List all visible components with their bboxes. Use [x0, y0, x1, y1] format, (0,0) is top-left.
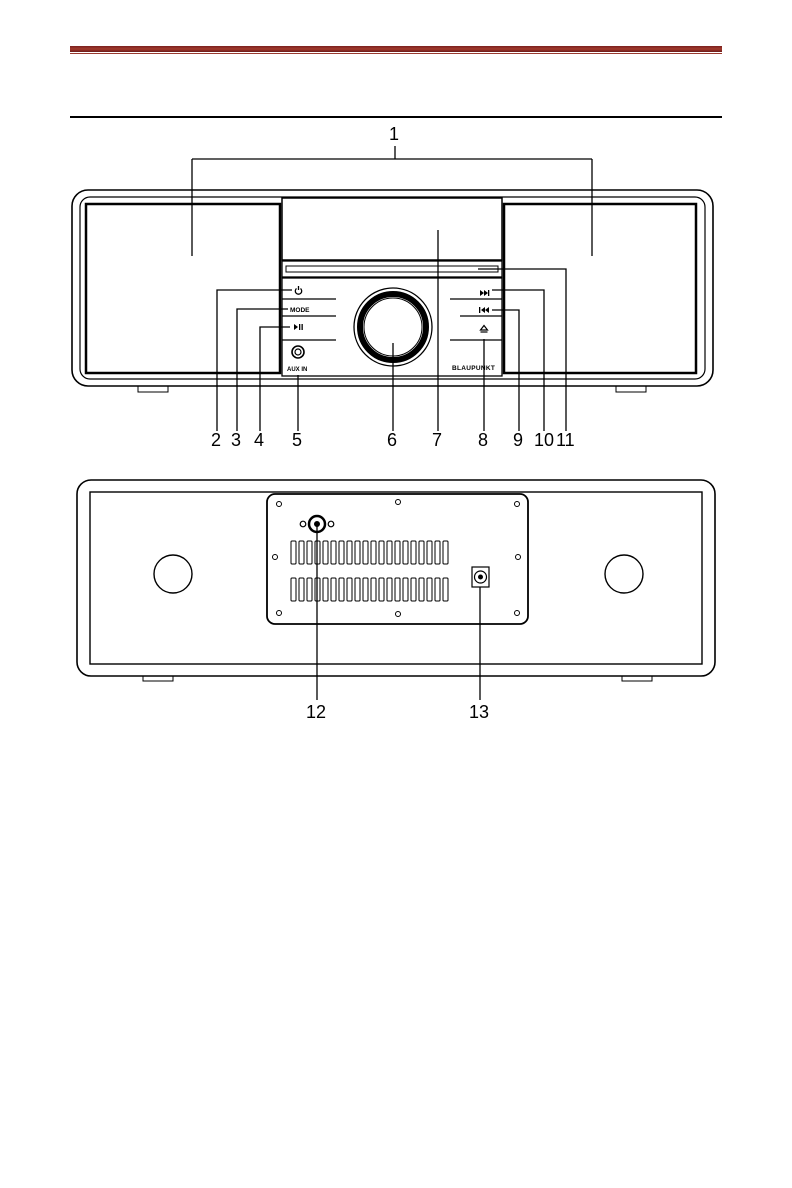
screw: [273, 500, 521, 617]
brand-logo: BLAUPUNKT: [452, 365, 495, 372]
vent-slot: [299, 541, 304, 564]
mode-label[interactable]: MODE: [290, 307, 310, 314]
aux-in-jack[interactable]: [292, 346, 304, 358]
vent-slot: [435, 578, 440, 601]
callout-1: 1: [389, 124, 399, 144]
rear-plate: [267, 494, 528, 624]
left-speaker-grille: [86, 204, 280, 373]
aux-in-label: AUX IN: [287, 367, 307, 373]
vent-slot: [419, 541, 424, 564]
vent-slot: [331, 541, 336, 564]
vent-slot: [387, 541, 392, 564]
skip-previous-icon[interactable]: [479, 307, 489, 313]
vent-slot: [307, 541, 312, 564]
vent-slot: [443, 541, 448, 564]
callout-3: 3: [231, 430, 241, 450]
play-pause-icon[interactable]: [294, 324, 303, 330]
vent-slot: [395, 541, 400, 564]
callout-8: 8: [478, 430, 488, 450]
vent-slot: [371, 578, 376, 601]
cd-slot-outer: [282, 261, 502, 277]
vent-slot: [427, 541, 432, 564]
front-view: [72, 146, 713, 431]
vent-slot: [299, 578, 304, 601]
callout-13: 13: [469, 702, 489, 722]
callout-12: 12: [306, 702, 326, 722]
callout-6: 6: [387, 430, 397, 450]
vent-slot: [379, 541, 384, 564]
vent-slot: [323, 541, 328, 564]
callout-7: 7: [432, 430, 442, 450]
power-icon[interactable]: [295, 286, 301, 294]
callout-4: 4: [254, 430, 264, 450]
vent-slot: [347, 541, 352, 564]
callout-11: 11: [556, 430, 575, 450]
vent-slot: [339, 578, 344, 601]
vent-slot: [379, 578, 384, 601]
vent-slot: [331, 578, 336, 601]
callout-10: 10: [534, 430, 554, 450]
vent-slot: [291, 541, 296, 564]
callout-5: 5: [292, 430, 302, 450]
vent-slot: [395, 578, 400, 601]
vent-slot: [411, 578, 416, 601]
bass-port-right: [605, 555, 643, 593]
skip-next-icon[interactable]: [480, 290, 489, 296]
vent-slot: [339, 541, 344, 564]
vent-slot: [411, 541, 416, 564]
vent-slot: [307, 578, 312, 601]
eject-icon[interactable]: [481, 326, 488, 333]
vent-slot: [427, 578, 432, 601]
vent-slot: [363, 541, 368, 564]
vent-slot: [323, 578, 328, 601]
vent-slot: [403, 578, 408, 601]
right-speaker-grille: [504, 204, 696, 373]
vent-slot: [363, 578, 368, 601]
vent-slot: [419, 578, 424, 601]
callout-9: 9: [513, 430, 523, 450]
vent-slot: [371, 541, 376, 564]
vent-slot: [387, 578, 392, 601]
cd-slot: [286, 266, 498, 272]
callout-2: 2: [211, 430, 221, 450]
vent-slot: [355, 541, 360, 564]
vent-slot: [355, 578, 360, 601]
vent-slot: [443, 578, 448, 601]
rear-view: [77, 480, 715, 700]
vent-slot: [347, 578, 352, 601]
front-foot-right: [616, 386, 646, 392]
vent-slot: [291, 578, 296, 601]
ventilation-slots: [291, 541, 448, 601]
cd-display-window: [282, 198, 502, 260]
vent-slot: [403, 541, 408, 564]
bass-port-left: [154, 555, 192, 593]
front-foot-left: [138, 386, 168, 392]
dc-power-socket[interactable]: [472, 567, 489, 587]
vent-slot: [435, 541, 440, 564]
